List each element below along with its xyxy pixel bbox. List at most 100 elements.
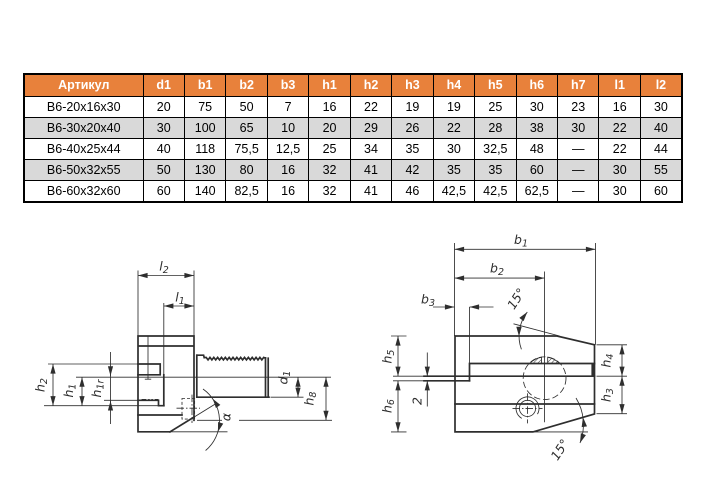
value-cell: 16 — [598, 96, 641, 118]
article-cell: B6-60x32x60 — [23, 180, 144, 203]
value-cell: 19 — [391, 96, 434, 118]
value-cell: 25 — [308, 138, 351, 160]
value-cell: 41 — [349, 180, 393, 203]
value-cell: 28 — [474, 117, 517, 139]
value-cell: 30 — [432, 138, 476, 160]
value-cell: 16 — [266, 159, 310, 181]
value-cell: 16 — [308, 96, 351, 118]
value-cell: 19 — [432, 96, 476, 118]
left-view-thin-lines — [44, 270, 332, 451]
value-cell: — — [557, 180, 600, 203]
column-header-2: b1 — [183, 73, 227, 97]
value-cell: 30 — [557, 117, 600, 139]
column-header-11: h7 — [557, 73, 600, 97]
value-cell: 30 — [142, 117, 185, 139]
value-cell: 22 — [598, 138, 641, 160]
value-cell: 23 — [557, 96, 600, 118]
value-cell: 22 — [598, 117, 641, 139]
column-header-7: h3 — [391, 73, 434, 97]
column-header-10: h6 — [515, 73, 559, 97]
value-cell: 30 — [639, 96, 683, 118]
left-view-labels: l2 l1 h2 h1 h1r d1 h8 α — [33, 259, 320, 422]
value-cell: 20 — [308, 117, 351, 139]
value-cell: 16 — [266, 180, 310, 203]
column-header-5: h1 — [308, 73, 351, 97]
value-cell: 32,5 — [474, 138, 517, 160]
value-cell: — — [557, 138, 600, 160]
value-cell: 46 — [391, 180, 434, 203]
right-view-top-drawing: b1 b2 b3 h5 h6 2 h4 h3 15° 15° — [380, 232, 627, 463]
value-cell: 80 — [225, 159, 268, 181]
dim-label-angle-top: 15° — [504, 285, 529, 312]
column-header-3: b2 — [225, 73, 268, 97]
article-cell: B6-50x32x55 — [23, 159, 144, 181]
value-cell: 7 — [266, 96, 310, 118]
dim-label-d1: d1 — [276, 371, 294, 385]
dim-label-b1: b1 — [514, 232, 528, 250]
value-cell: 100 — [183, 117, 227, 139]
value-cell: 41 — [349, 159, 393, 181]
column-header-8: h4 — [432, 73, 476, 97]
dim-label-h5: h5 — [380, 350, 398, 364]
value-cell: 22 — [349, 96, 393, 118]
column-header-12: l1 — [598, 73, 641, 97]
article-cell: B6-30x20x40 — [23, 117, 144, 139]
value-cell: 75,5 — [225, 138, 268, 160]
value-cell: 75 — [183, 96, 227, 118]
article-cell: B6-20x16x30 — [23, 96, 144, 118]
left-view-side-drawing: l2 l1 h2 h1 h1r d1 h8 α — [33, 259, 332, 451]
value-cell: 22 — [432, 117, 476, 139]
column-header-13: l2 — [639, 73, 683, 97]
value-cell: 60 — [639, 180, 683, 203]
right-view-labels: b1 b2 b3 h5 h6 2 h4 h3 15° 15° — [380, 232, 617, 463]
dim-label-l1: l1 — [175, 290, 185, 308]
dim-label-h8: h8 — [302, 392, 320, 406]
left-view-body-outline — [137, 335, 270, 433]
dim-label-h1: h1 — [61, 384, 79, 398]
dim-label-h3: h3 — [599, 388, 617, 402]
value-cell: 12,5 — [266, 138, 310, 160]
dim-label-h1r: h1r — [89, 378, 107, 397]
left-view-dimensions — [50, 272, 329, 432]
dim-label-angle-bottom: 15° — [547, 436, 572, 463]
value-cell: 40 — [639, 117, 683, 139]
value-cell: 60 — [515, 159, 559, 181]
value-cell: 25 — [474, 96, 517, 118]
column-header-9: h5 — [474, 73, 517, 97]
value-cell: 42,5 — [432, 180, 476, 203]
value-cell: 48 — [515, 138, 559, 160]
value-cell: 50 — [225, 96, 268, 118]
value-cell: 35 — [391, 138, 434, 160]
dim-label-alpha: α — [219, 412, 234, 421]
value-cell: 30 — [598, 159, 641, 181]
value-cell: 20 — [142, 96, 185, 118]
column-header-1: d1 — [142, 73, 185, 97]
value-cell: 42,5 — [474, 180, 517, 203]
dim-label-b3: b3 — [421, 292, 435, 310]
dim-label-h6: h6 — [380, 399, 398, 413]
value-cell: 35 — [474, 159, 517, 181]
value-cell: 44 — [639, 138, 683, 160]
right-view-body-outline — [423, 335, 596, 433]
dim-label-l2: l2 — [159, 259, 169, 277]
article-cell: B6-40x25x44 — [23, 138, 144, 160]
dim-label-h2: h2 — [33, 378, 51, 392]
value-cell: 26 — [391, 117, 434, 139]
value-cell: 82,5 — [225, 180, 268, 203]
value-cell: 42 — [391, 159, 434, 181]
dim-label-b2: b2 — [490, 261, 504, 279]
value-cell: 60 — [142, 180, 185, 203]
value-cell: 50 — [142, 159, 185, 181]
value-cell: 10 — [266, 117, 310, 139]
value-cell: — — [557, 159, 600, 181]
